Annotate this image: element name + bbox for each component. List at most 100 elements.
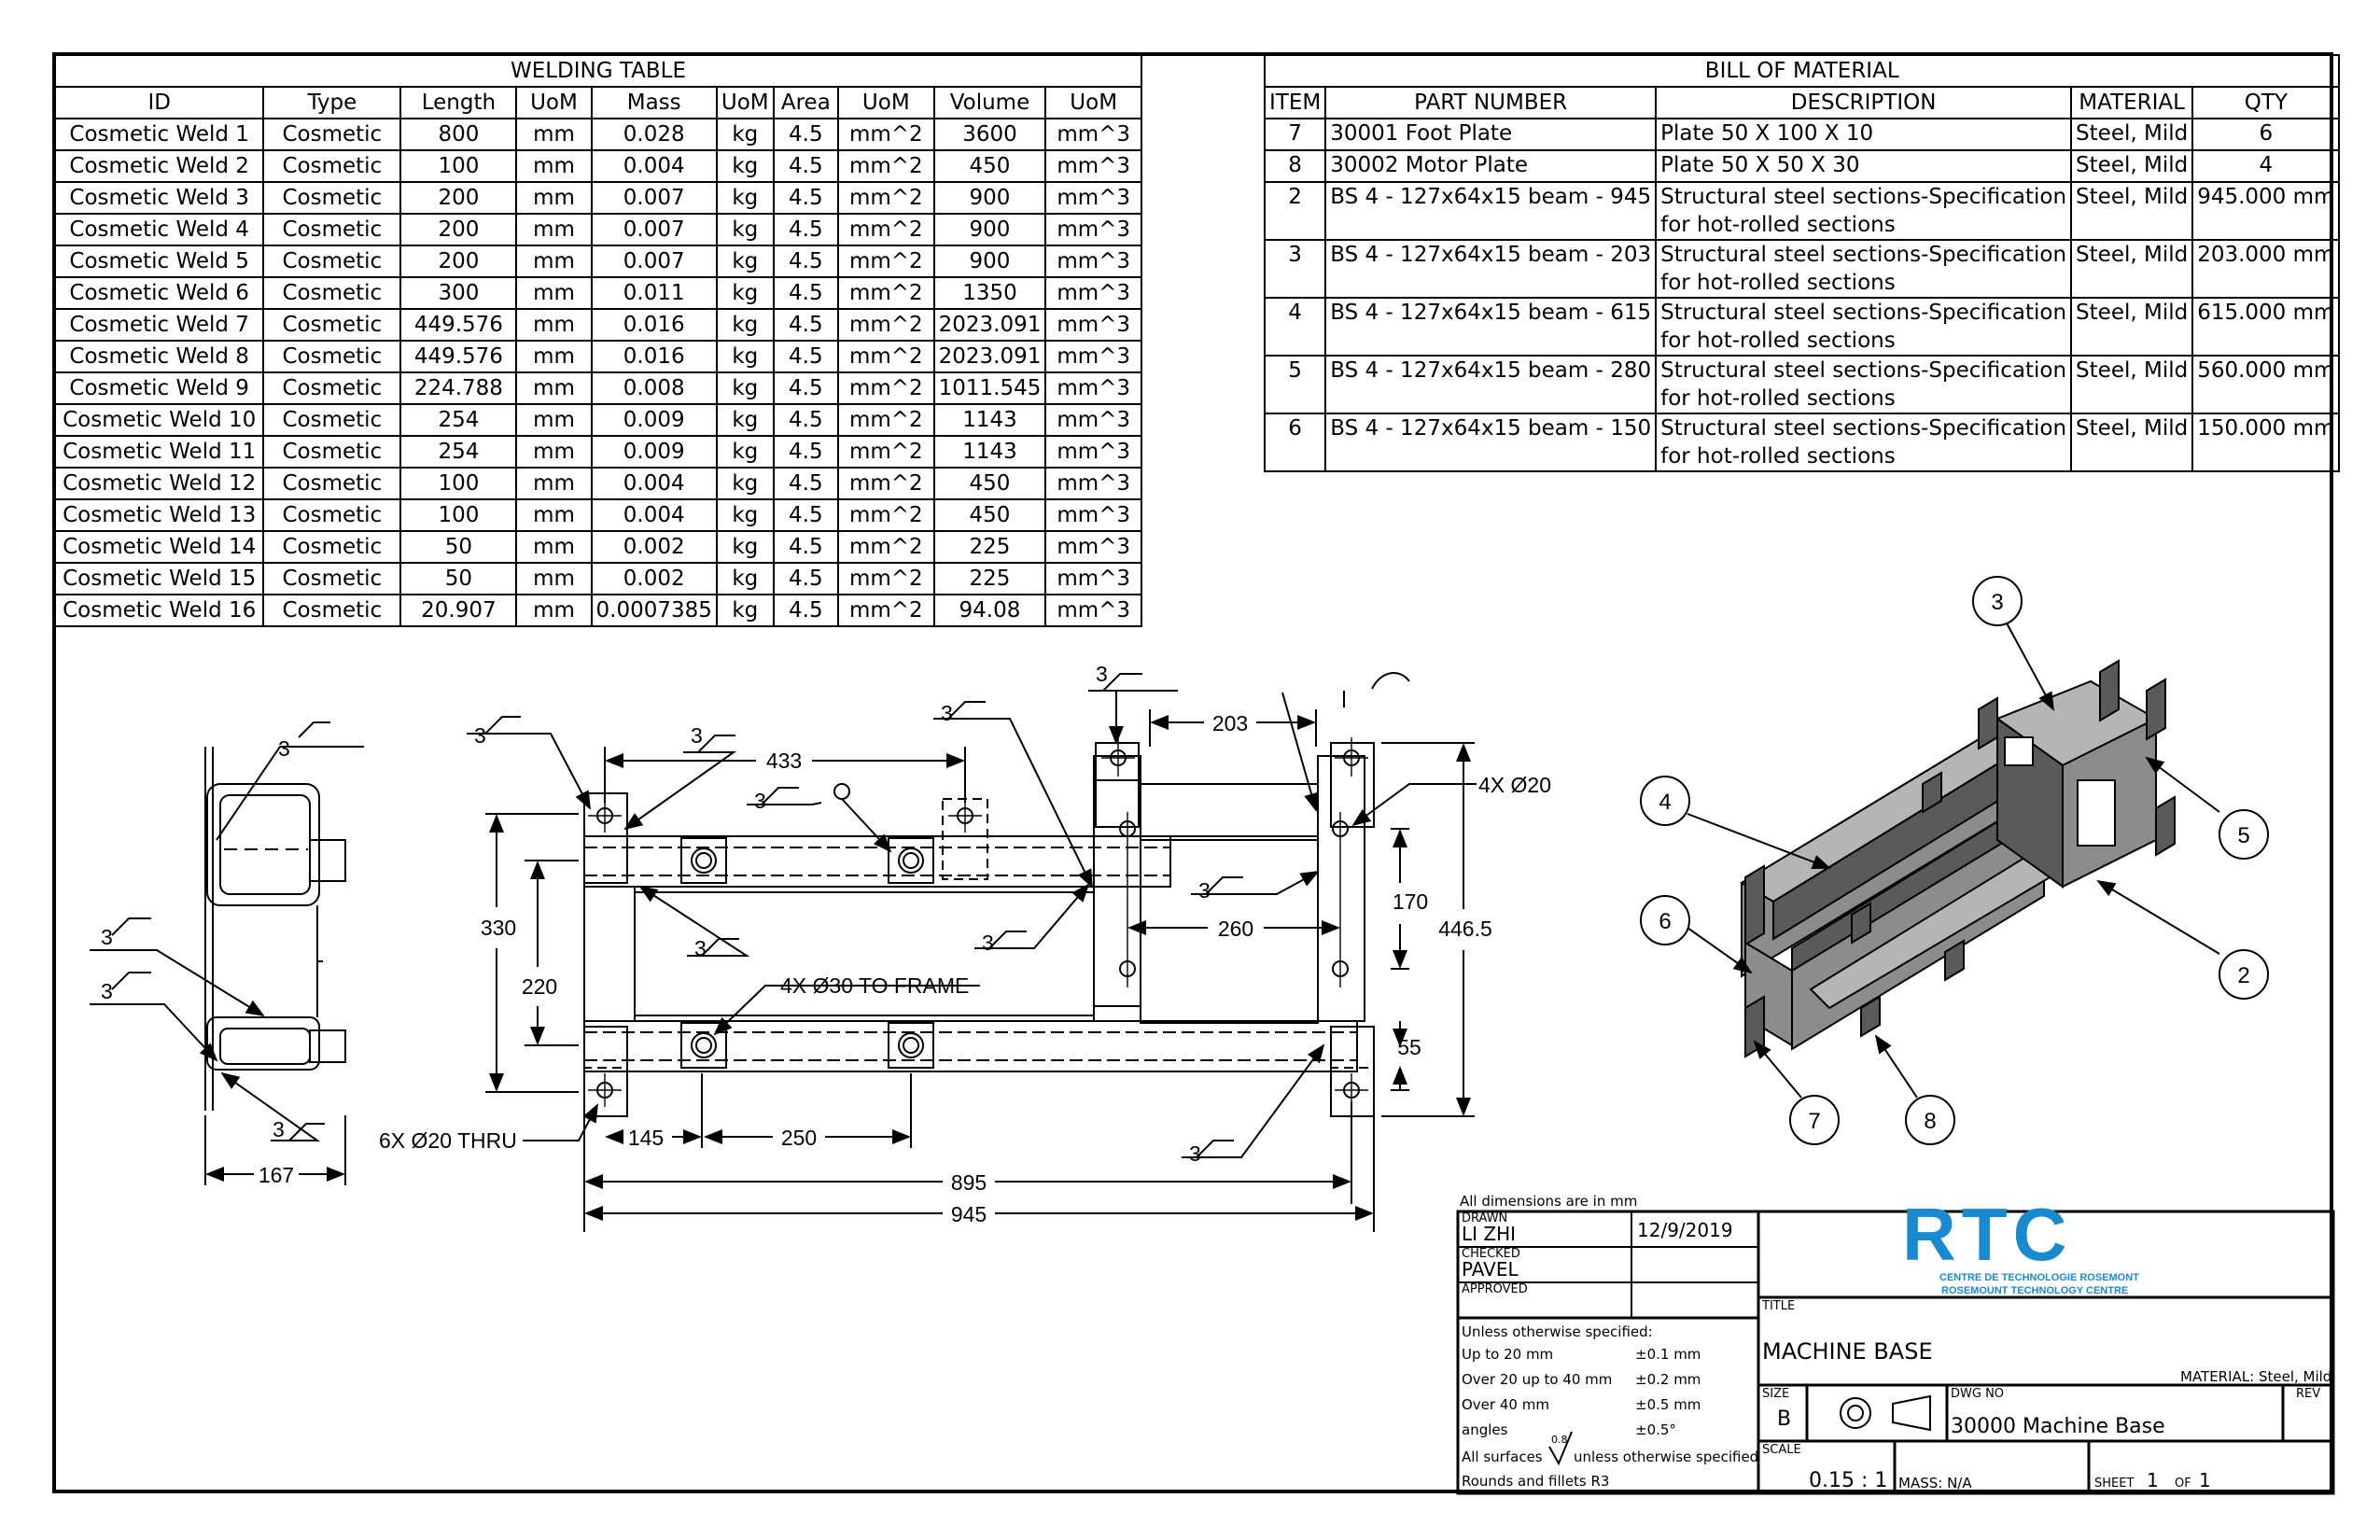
welding-header-cell: UoM xyxy=(515,86,593,119)
table-cell: mm^2 xyxy=(837,562,935,595)
surface-value: 0.8 xyxy=(1551,1434,1568,1446)
table-cell: 200 xyxy=(399,181,518,215)
surface-suffix: unless otherwise specified xyxy=(1574,1449,1759,1465)
bom-description-line-2: for hot-rolled sections xyxy=(1660,329,1896,353)
bom-description-line-1: Structural steel sections-Specification xyxy=(1660,301,2067,325)
table-cell: Cosmetic Weld 4 xyxy=(53,213,265,246)
table-cell: kg xyxy=(715,594,775,627)
bom-description-line-2: for hot-rolled sections xyxy=(1660,444,1896,469)
bom-header-cell: DESCRIPTION xyxy=(1655,86,2073,119)
dim-4x20: 4X Ø20 xyxy=(1478,773,1551,797)
bom-material-cell: Steel, Mild xyxy=(2070,355,2194,414)
bom-part-cell: BS 4 - 127x64x15 beam - 280 xyxy=(1324,355,1658,414)
table-cell: mm xyxy=(515,530,593,564)
bom-item-cell: 8 xyxy=(1263,149,1327,183)
table-cell: mm^2 xyxy=(837,467,935,500)
table-cell: 1011.545 xyxy=(932,371,1047,405)
table-cell: Cosmetic xyxy=(262,181,402,215)
table-cell: 450 xyxy=(932,149,1047,183)
table-cell: Cosmetic Weld 15 xyxy=(53,562,265,595)
table-cell: mm^3 xyxy=(1044,467,1142,500)
table-cell: 100 xyxy=(399,498,518,532)
bom-item-cell: 6 xyxy=(1263,413,1327,472)
bom-header-cell: ITEM xyxy=(1263,86,1327,119)
tolerance-value: ±0.5° xyxy=(1635,1421,1676,1438)
bom-item-cell: 4 xyxy=(1263,297,1327,357)
table-cell: mm^2 xyxy=(837,498,935,532)
bom-title: BILL OF MATERIAL xyxy=(1263,54,2341,88)
table-cell: Cosmetic Weld 1 xyxy=(53,118,265,151)
table-cell: mm^3 xyxy=(1044,435,1142,469)
table-cell: 0.007 xyxy=(590,213,718,246)
table-cell: mm xyxy=(515,118,593,151)
table-cell: mm xyxy=(515,213,593,246)
table-cell: Cosmetic Weld 13 xyxy=(53,498,265,532)
title-label: TITLE xyxy=(1762,1299,1796,1313)
table-cell: 100 xyxy=(399,467,518,500)
tolerance-value: ±0.1 mm xyxy=(1635,1346,1701,1363)
bom-part-cell: BS 4 - 127x64x15 beam - 150 xyxy=(1324,413,1658,472)
table-cell: 0.0007385 xyxy=(590,594,718,627)
dimension-labels: 433 203 4X Ø20 330 220 170 446.5 260 55 … xyxy=(101,662,1551,1226)
sheet-label: SHEET xyxy=(2094,1477,2135,1491)
table-cell: 2023.091 xyxy=(932,340,1047,373)
welding-header-cell: UoM xyxy=(715,86,775,119)
table-cell: 4.5 xyxy=(772,245,840,278)
table-cell: kg xyxy=(715,308,775,342)
drawn-label: DRAWN xyxy=(1462,1211,1508,1225)
tolerance-title: Unless otherwise specified: xyxy=(1462,1323,1653,1340)
table-cell: 0.004 xyxy=(590,498,718,532)
bom-description-line-1: Structural steel sections-Specification xyxy=(1660,185,2067,209)
table-cell: mm^3 xyxy=(1044,371,1142,405)
dim-250: 250 xyxy=(781,1126,817,1150)
size-value: B xyxy=(1777,1407,1792,1431)
table-cell: 1350 xyxy=(932,276,1047,310)
bom-desc-cell: Plate 50 X 100 X 10 xyxy=(1655,118,2073,151)
table-cell: mm^2 xyxy=(837,371,935,405)
approved-label: APPROVED xyxy=(1462,1282,1528,1296)
table-cell: mm xyxy=(515,403,593,437)
tolerance-value: ±0.5 mm xyxy=(1635,1396,1701,1413)
bom-qty-cell: 150.000 mm xyxy=(2191,413,2341,472)
balloon-circle xyxy=(1972,576,2023,626)
dwg-no-label: DWG NO xyxy=(1951,1387,2005,1401)
table-cell: kg xyxy=(715,340,775,373)
table-cell: 900 xyxy=(932,213,1047,246)
table-cell: 0.028 xyxy=(590,118,718,151)
tolerance-range: Over 40 mm xyxy=(1462,1396,1549,1413)
material-note: MATERIAL: Steel, Mild xyxy=(2180,1368,2332,1385)
bom-item-cell: 7 xyxy=(1263,118,1327,151)
rtc-logo: RTC xyxy=(1902,1193,2072,1276)
bom-material-cell: Steel, Mild xyxy=(2070,239,2194,299)
table-cell: kg xyxy=(715,371,775,405)
table-cell: 4.5 xyxy=(772,562,840,595)
table-cell: Cosmetic xyxy=(262,594,402,627)
table-cell: Cosmetic Weld 11 xyxy=(53,435,265,469)
table-cell: mm^3 xyxy=(1044,308,1142,342)
rev-label: REV xyxy=(2296,1387,2321,1401)
table-cell: mm xyxy=(515,467,593,500)
weld-size-label: 3 xyxy=(941,701,953,725)
bom-description-line-1: Plate 50 X 100 X 10 xyxy=(1660,121,1874,146)
table-cell: 4.5 xyxy=(772,181,840,215)
table-cell: 2023.091 xyxy=(932,308,1047,342)
table-cell: mm xyxy=(515,149,593,183)
table-cell: mm xyxy=(515,276,593,310)
table-cell: mm^3 xyxy=(1044,594,1142,627)
bom-description-line-2: for hot-rolled sections xyxy=(1660,271,1896,295)
balloon-number: 4 xyxy=(1659,790,1671,815)
table-cell: kg xyxy=(715,181,775,215)
weld-size-label: 3 xyxy=(278,736,290,761)
table-cell: 225 xyxy=(932,530,1047,564)
table-cell: Cosmetic Weld 8 xyxy=(53,340,265,373)
bom-item-cell: 2 xyxy=(1263,181,1327,241)
dim-945: 945 xyxy=(951,1202,987,1226)
table-cell: 449.576 xyxy=(399,308,518,342)
bom-header-cell: PART NUMBER xyxy=(1324,86,1658,119)
